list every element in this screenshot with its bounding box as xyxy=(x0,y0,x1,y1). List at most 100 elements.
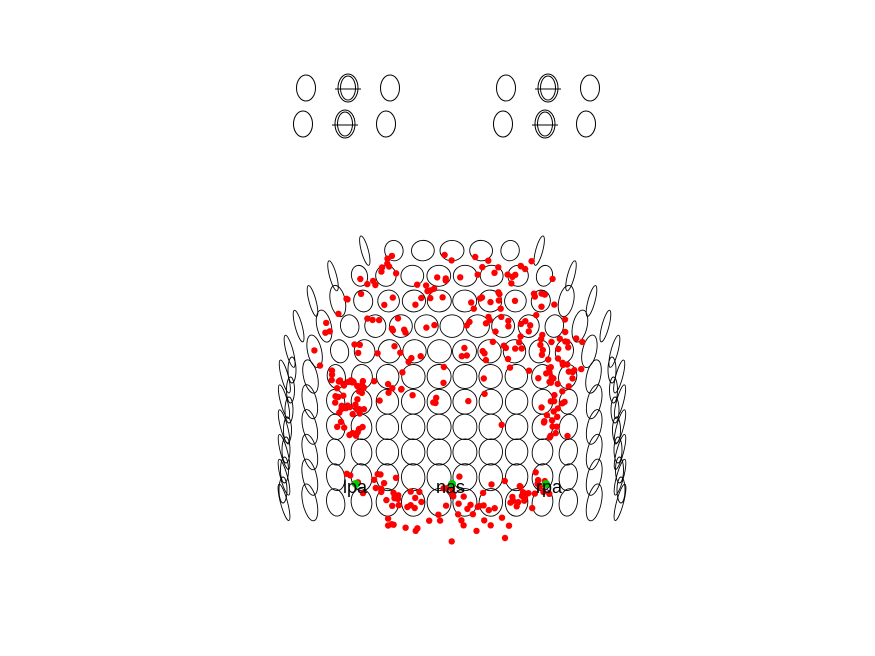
headshape-point xyxy=(548,338,555,346)
headshape-point xyxy=(479,263,486,271)
sensor-coil xyxy=(544,314,565,338)
headshape-point xyxy=(370,476,378,483)
headshape-point xyxy=(535,375,542,382)
reference-coil xyxy=(493,110,513,138)
headshape-point xyxy=(383,496,390,504)
headshape-point xyxy=(561,316,569,323)
headshape-point xyxy=(328,376,335,384)
sensor-coil xyxy=(558,463,578,492)
headshape-point xyxy=(439,294,446,301)
sensor-coil xyxy=(452,264,478,287)
sensor-coil xyxy=(350,264,369,287)
sensor-coil xyxy=(401,289,426,313)
headshape-point xyxy=(505,522,513,529)
headshape-point xyxy=(464,505,471,513)
headshape-point xyxy=(554,413,561,420)
reference-gradiometer-inner xyxy=(540,75,556,101)
sensor-coil xyxy=(613,359,626,394)
headshape-point xyxy=(380,479,388,487)
sensor-coil xyxy=(283,334,296,368)
headshape-point xyxy=(538,290,545,297)
headshape-point xyxy=(509,493,516,501)
sensor-coil xyxy=(585,483,603,522)
headshape-point xyxy=(518,345,525,352)
sensor-coil xyxy=(557,284,575,318)
headshape-point xyxy=(579,338,586,346)
headshape-point xyxy=(564,361,571,368)
sensor-coil xyxy=(585,433,603,471)
sensor-coil xyxy=(401,488,426,517)
sensor-coil xyxy=(315,309,333,343)
sensor-coil xyxy=(478,488,503,517)
headshape-point xyxy=(525,328,532,335)
headshape-point xyxy=(474,271,481,278)
sensor-coil-edge xyxy=(286,376,295,404)
sensor-coil xyxy=(401,364,426,389)
sensor-coil-edge xyxy=(287,356,297,384)
sensor-coil xyxy=(585,359,602,394)
sensor-coil xyxy=(326,488,346,517)
headshape-point xyxy=(360,384,368,391)
headshape-point xyxy=(435,511,442,518)
headshape-point xyxy=(456,473,463,480)
reference-coil xyxy=(580,74,600,102)
sensor-coil xyxy=(426,264,452,287)
sensor-coil xyxy=(439,314,465,338)
headshape-point xyxy=(485,257,492,264)
sensor-coil xyxy=(401,463,426,492)
reference-gradiometer-inner xyxy=(340,75,356,101)
headshape-point xyxy=(357,290,365,297)
headshape-point xyxy=(432,399,439,407)
headshape-point xyxy=(507,499,514,506)
headshape-point xyxy=(546,434,553,441)
headshape-point xyxy=(564,432,571,440)
headshape-point xyxy=(525,367,533,374)
headshape-point xyxy=(551,398,558,405)
headshape-point xyxy=(389,385,396,392)
lpa-label: lpa xyxy=(343,477,368,497)
sensor-coil xyxy=(478,463,503,492)
sensor-coil xyxy=(452,289,478,313)
meg-sensor-coils xyxy=(277,235,627,522)
headshape-point xyxy=(533,311,540,319)
sensor-coil xyxy=(326,438,346,466)
headshape-point xyxy=(543,411,551,419)
sensor-coil xyxy=(452,364,478,389)
headshape-point xyxy=(316,362,324,369)
headshape-point xyxy=(528,258,535,265)
sensor-coil xyxy=(426,364,452,389)
headshape-point xyxy=(384,380,392,388)
headshape-point xyxy=(409,392,416,399)
headshape-point xyxy=(573,335,580,342)
sensor-coil xyxy=(565,260,577,292)
headshape-point xyxy=(468,299,475,306)
sensor-coil xyxy=(301,433,319,471)
headshape-point xyxy=(482,320,490,327)
headshape-point xyxy=(358,389,366,397)
headshape-point xyxy=(540,488,547,496)
sensor-coil xyxy=(414,314,439,338)
headshape-point xyxy=(337,418,345,425)
sensor-coil xyxy=(585,384,603,420)
sensor-coil xyxy=(571,309,589,343)
headshape-point xyxy=(378,264,386,271)
headshape-point xyxy=(450,493,457,500)
sensor-coil xyxy=(350,488,373,517)
sensor-coil xyxy=(292,309,305,343)
sensor-coil xyxy=(530,289,551,313)
sensor-coil xyxy=(411,239,435,262)
headshape-point xyxy=(546,490,553,497)
reference-coil xyxy=(293,110,313,138)
sensor-coil xyxy=(478,438,503,466)
sensor-coil xyxy=(452,339,477,364)
sensor-coil xyxy=(599,309,612,343)
nas-marker xyxy=(448,480,456,488)
headshape-point xyxy=(397,349,404,356)
headshape-point xyxy=(487,522,494,529)
headshape-point xyxy=(474,503,481,510)
headshape-point xyxy=(364,280,371,288)
headshape-point xyxy=(543,370,550,377)
headshape-point xyxy=(529,504,536,512)
headshape-point xyxy=(335,310,342,317)
headshape-point xyxy=(412,301,419,308)
